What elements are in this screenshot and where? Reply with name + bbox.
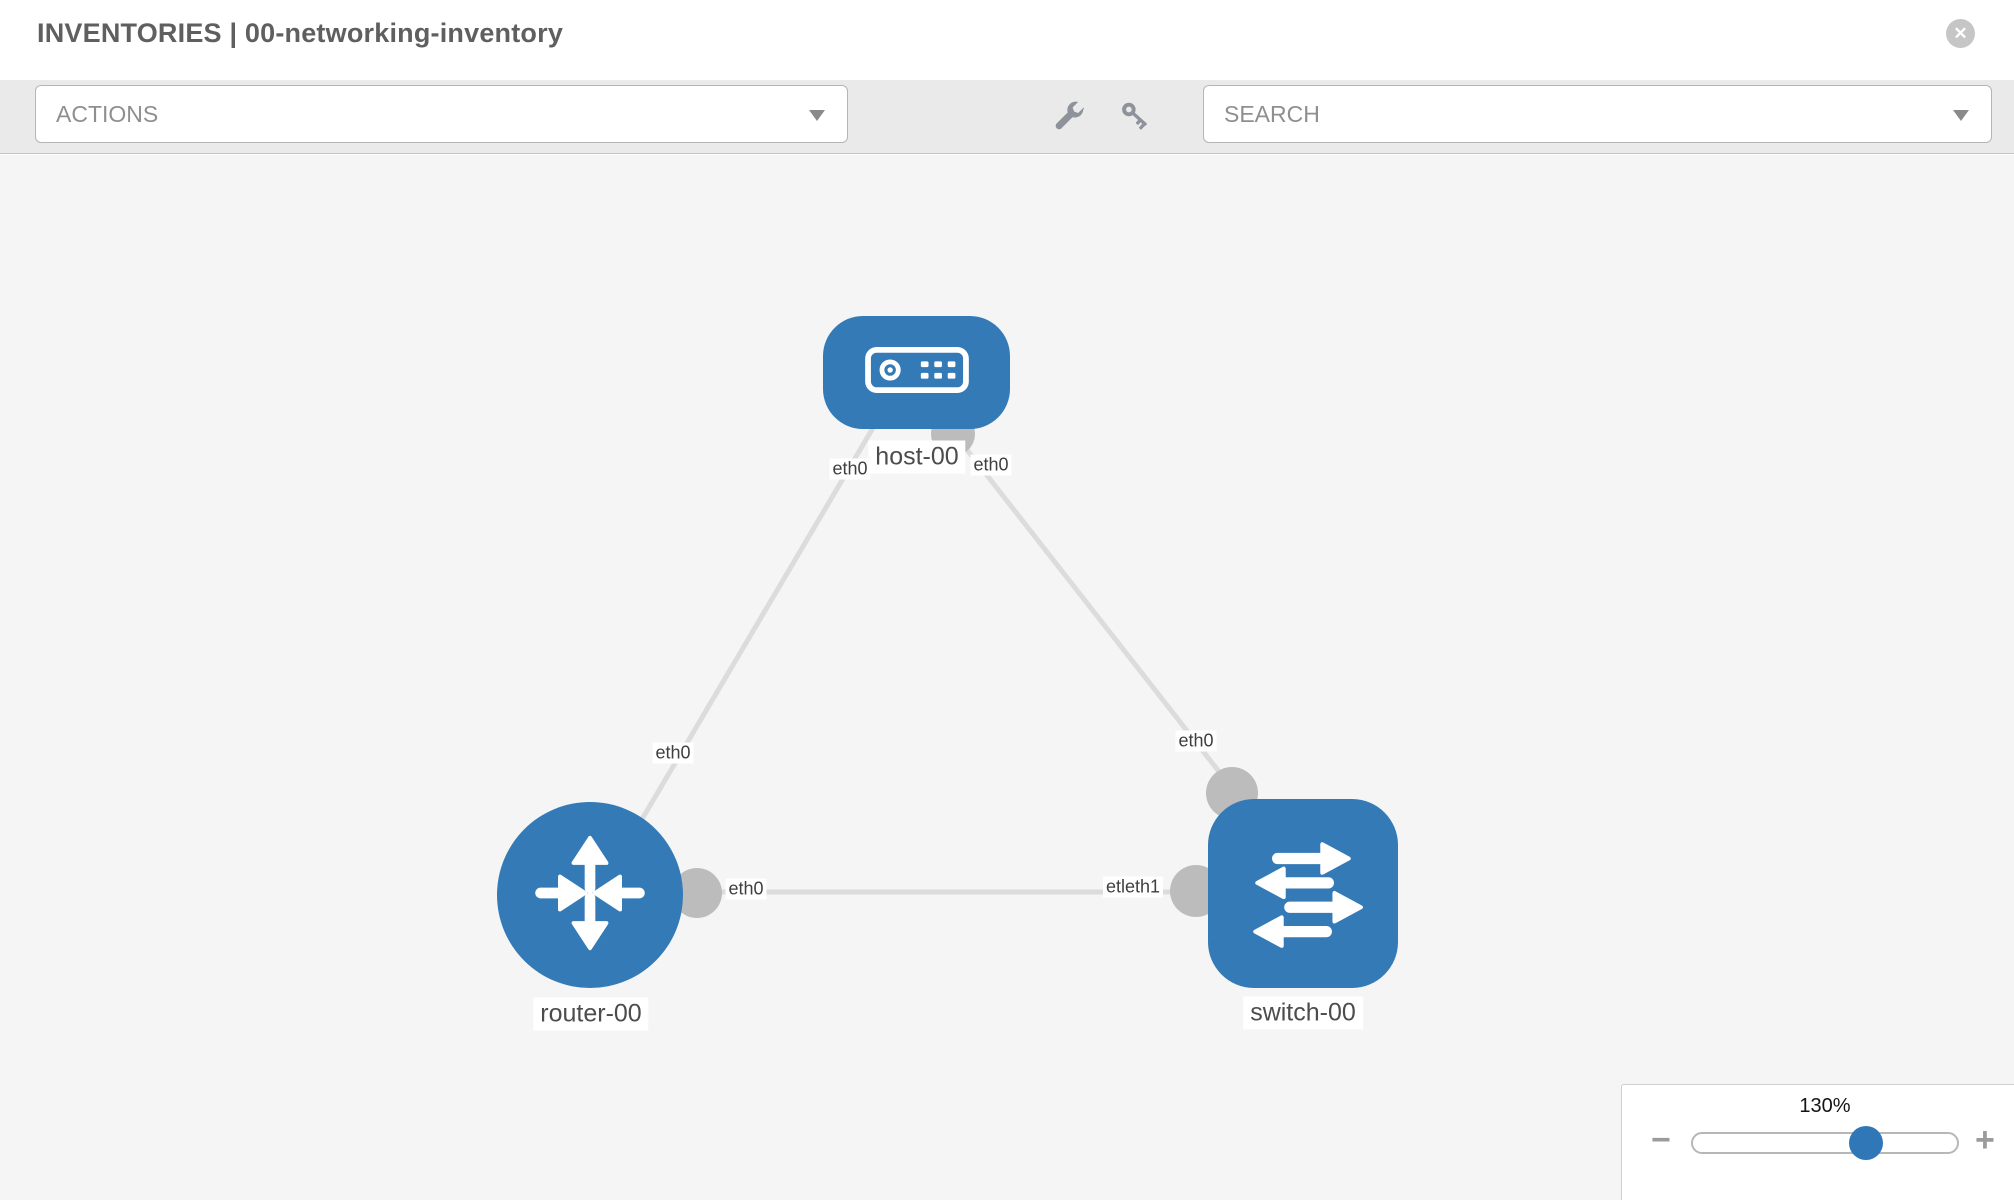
toolbar: ACTIONS [0, 80, 2014, 154]
eth-label-host-switch-hostend: eth0 [970, 454, 1012, 476]
switch-arrows-icon [1237, 825, 1369, 962]
zoom-panel: 130% − + [1621, 1084, 2014, 1200]
zoom-slider-track[interactable] [1691, 1126, 1959, 1160]
key-icon [1117, 97, 1153, 138]
zoom-slider-knob[interactable] [1849, 1126, 1883, 1160]
node-router-00[interactable] [497, 802, 683, 988]
node-switch-00[interactable] [1208, 799, 1398, 988]
close-icon[interactable]: ✕ [1946, 19, 1975, 48]
caret-down-icon [1953, 110, 1969, 121]
caret-down-icon [809, 110, 825, 121]
eth-label-router-switch-switchend: etleth1 [1102, 876, 1164, 898]
zoom-level-value: 130% [1799, 1095, 1851, 1117]
topology-canvas[interactable]: host-00 router-00 switch-00 eth0 eth0 et… [0, 155, 2014, 1200]
topology-edges [632, 407, 1244, 895]
eth-label-host-switch-switchend: eth0 [1175, 730, 1217, 752]
node-label-host: host-00 [868, 440, 966, 474]
page-title: INVENTORIES | 00-networking-inventory [37, 18, 564, 48]
zoom-in-button[interactable]: + [1975, 1121, 1995, 1159]
header: INVENTORIES | 00-networking-inventory ✕ [0, 0, 2014, 80]
actions-dropdown[interactable]: ACTIONS [35, 85, 848, 143]
search-dropdown-label: SEARCH [1224, 101, 1320, 127]
wrench-icon [1051, 97, 1087, 138]
credentials-button[interactable] [1113, 95, 1157, 139]
node-host-00[interactable] [823, 316, 1010, 429]
eth-label-host-router-routerend: eth0 [652, 742, 694, 764]
router-arrows-icon [527, 830, 653, 961]
search-dropdown[interactable]: SEARCH [1203, 85, 1992, 143]
server-icon [864, 346, 970, 399]
actions-dropdown-label: ACTIONS [56, 101, 159, 127]
node-label-switch: switch-00 [1243, 996, 1363, 1030]
eth-label-router-switch-routerend: eth0 [725, 878, 767, 900]
eth-label-host-router-hostend: eth0 [829, 458, 871, 480]
tools-button[interactable] [1047, 95, 1091, 139]
zoom-out-button[interactable]: − [1651, 1121, 1671, 1159]
node-label-router: router-00 [533, 997, 649, 1031]
